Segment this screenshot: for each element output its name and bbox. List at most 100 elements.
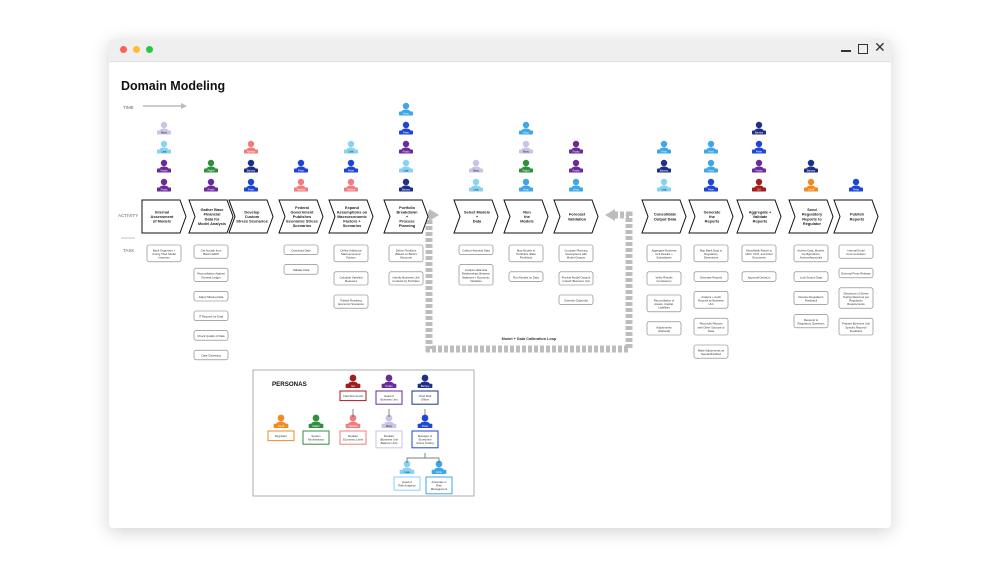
person-lisa-icon: Lisa — [157, 140, 171, 154]
close-icon[interactable]: ✕ — [874, 39, 886, 55]
task-card[interactable]: Collect Historical Data — [458, 244, 494, 255]
person-name: Lisa — [662, 188, 667, 192]
task-card[interactable]: IT Request for Data — [193, 310, 229, 321]
task-card[interactable]: Validate Data — [283, 264, 319, 275]
activity-step[interactable]: Select Models+Data — [453, 199, 499, 234]
task-card[interactable]: Override (Optional) — [558, 294, 594, 305]
task-card[interactable]: Check Quality of Data — [193, 330, 229, 341]
maximize-icon[interactable] — [858, 44, 868, 54]
person-arno-icon: Arno — [704, 159, 718, 173]
activity-label: Select Models+Data — [464, 209, 490, 223]
task-card[interactable]: Data Cleansing — [193, 349, 229, 361]
person-name: Nathan — [347, 188, 356, 192]
task-card[interactable]: Archive Data, Models,Configurations,Acti… — [793, 244, 829, 263]
task-label: External Press Release — [841, 272, 871, 276]
person-peter-icon: Peter — [344, 159, 358, 173]
person-name: Arno — [708, 150, 714, 154]
minimize-dot-icon[interactable] — [133, 46, 140, 53]
task-card[interactable]: External Press Release — [838, 267, 874, 279]
task-card[interactable]: Lock Source Data — [793, 271, 829, 282]
app-window: ✕ Domain Modeling TIME ACTIVITY TASK Mod… — [109, 39, 891, 528]
persona-role: Chief Economist — [343, 394, 364, 398]
task-card[interactable]: Run Models on Data — [508, 271, 544, 282]
person-name: Peter — [756, 150, 762, 154]
task-card[interactable]: Generate Reports — [693, 271, 729, 282]
loop-label: Model + Data Calibration Loop — [502, 337, 557, 341]
zoom-dot-icon[interactable] — [146, 46, 153, 53]
task-card[interactable]: Approval Decision — [741, 271, 777, 282]
person-nathan-icon: Nathan — [294, 178, 308, 192]
person-name: Frodo — [403, 150, 410, 154]
time-lane-label: TIME — [123, 105, 134, 110]
person-name: Barney — [807, 169, 816, 173]
close-dot-icon[interactable] — [120, 46, 127, 53]
minimize-icon[interactable] — [841, 50, 851, 52]
task-card[interactable]: Adjust Missing Data — [193, 291, 229, 302]
task-card[interactable]: Adjustments(Optional) — [646, 321, 682, 336]
task-card[interactable]: Download Data — [283, 244, 319, 255]
